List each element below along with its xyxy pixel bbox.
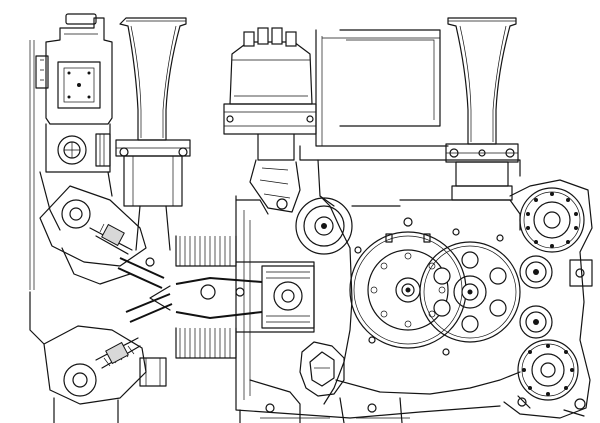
lower-cylinder-fins: [175, 327, 237, 359]
intermediate-gear: [419, 241, 521, 343]
upper-cylinder-head: [39, 185, 165, 289]
accessory-gear-middle: [519, 255, 553, 339]
upper-housing: [299, 29, 521, 207]
accessory-gear-bottom: [517, 339, 579, 401]
piston: [149, 261, 315, 333]
upper-cylinder-fins: [175, 235, 237, 267]
fuel-injection-pump: [29, 13, 113, 290]
crankcase-bottom: [249, 379, 410, 423]
accessory-gear-top: [519, 187, 585, 253]
housing-bolts: [354, 217, 504, 356]
lower-cylinder-head: [29, 291, 173, 423]
left-air-intake-trumpet: [115, 17, 191, 251]
right-housing: [503, 179, 593, 419]
crankshaft-pulley: [295, 197, 353, 255]
exhaust-pipe: [299, 341, 345, 397]
main-timing-gear: [349, 231, 467, 349]
ignition-distributor: [223, 27, 317, 213]
crankcase: [235, 195, 521, 423]
right-air-intake-trumpet: [445, 17, 519, 201]
